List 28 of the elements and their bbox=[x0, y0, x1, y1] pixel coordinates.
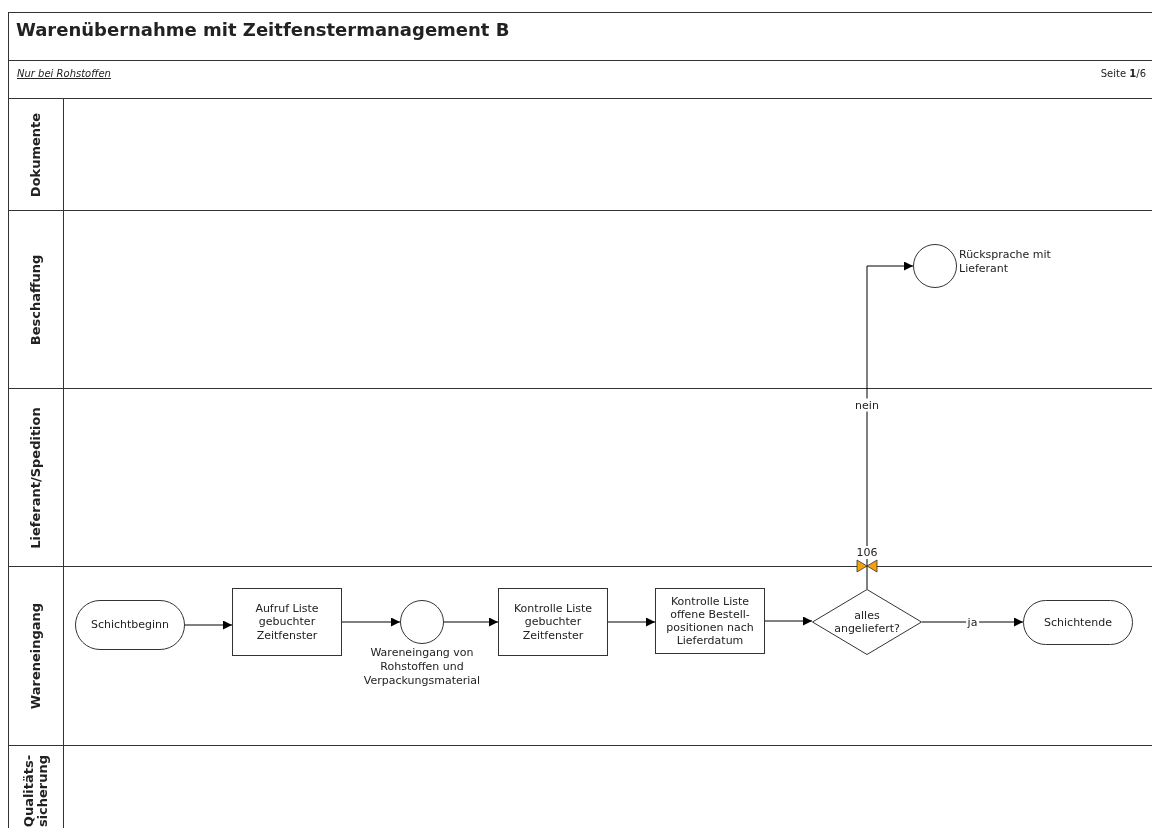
node-caption: Rücksprache mit Lieferant bbox=[959, 248, 1052, 276]
lane-label: Qualitäts- sicherung bbox=[21, 753, 50, 828]
connector-number: 106 bbox=[856, 546, 878, 559]
arrow bbox=[341, 617, 401, 627]
lane-label: Beschaffung bbox=[28, 254, 43, 345]
lane-label: Wareneingang bbox=[28, 602, 43, 710]
arrow bbox=[443, 617, 499, 627]
terminator-shape: Schichtbeginn bbox=[75, 600, 185, 650]
arrow bbox=[866, 261, 914, 590]
page-number: Seite 1/6 bbox=[1100, 68, 1146, 79]
process-box: Aufruf Liste gebuchter Zeitfenster bbox=[232, 588, 342, 656]
event-circle bbox=[913, 244, 957, 288]
lane-label: Lieferant/Spedition bbox=[28, 406, 43, 549]
arrow bbox=[764, 616, 813, 626]
node-caption: Wareneingang von Rohstoffen und Verpackungsmaterial bbox=[362, 646, 482, 688]
arrow bbox=[607, 617, 656, 627]
edge-label: nein bbox=[853, 398, 881, 412]
subtitle-note: Nur bei Rohstoffen bbox=[17, 68, 111, 79]
process-box: Kontrolle Liste gebuchter Zeitfenster bbox=[498, 588, 608, 656]
lane-label: Dokumente bbox=[28, 112, 43, 197]
event-circle bbox=[400, 600, 444, 644]
process-box: Kontrolle Liste offene Bestell-positionen nach Lieferdatum bbox=[655, 588, 765, 654]
decision-diamond: alles angeliefert? bbox=[812, 589, 922, 655]
arrow bbox=[921, 617, 1024, 627]
terminator-shape: Schichtende bbox=[1023, 600, 1133, 645]
edge-label: ja bbox=[965, 615, 980, 629]
arrow bbox=[184, 620, 233, 630]
diagram-title: Warenübernahme mit Zeitfenstermanagement B bbox=[16, 19, 510, 40]
